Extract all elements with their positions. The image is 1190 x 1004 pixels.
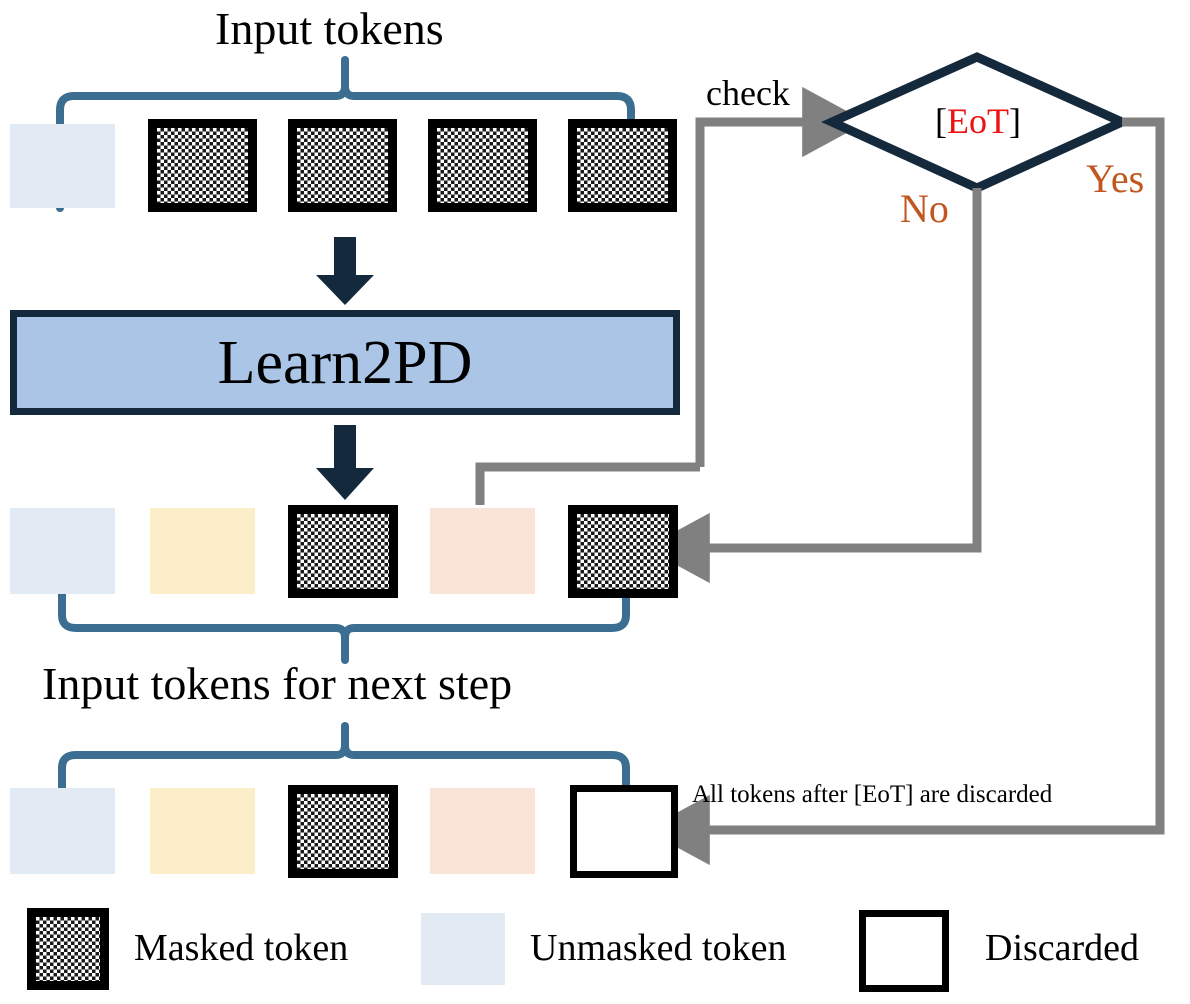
branch-label-yes: Yes [1086,156,1145,201]
legend-swatch-discarded [859,910,949,992]
bracket-open: [ [935,101,947,141]
legend-label-masked: Masked token [134,927,349,969]
branch-label-no: No [900,186,949,231]
next-token-1-unmasked[interactable] [10,788,115,874]
eot-token-text: EoT [947,101,1009,141]
decision-label-eot: [EoT] [935,100,1021,142]
output-token-4-eot[interactable] [430,508,535,594]
legend-swatch-masked [27,908,109,990]
page-title-input-tokens: Input tokens [215,3,444,54]
brace-next-step-tokens [58,588,630,664]
legend-swatch-unmasked [421,913,505,985]
next-token-5-discarded[interactable] [570,785,678,878]
next-token-3-masked[interactable] [288,785,398,878]
input-token-2-masked[interactable] [148,119,257,212]
legend-label-unmasked: Unmasked token [530,927,787,969]
next-token-4-eot[interactable] [430,788,535,874]
legend-label-discarded: Discarded [985,927,1140,969]
arrow-input-to-learn2pd [316,237,374,305]
process-block-learn2pd[interactable]: Learn2PD [10,310,680,415]
note-discard-tokens: All tokens after [EoT] are discarded [692,781,1053,808]
path-check-to-decision [475,86,867,505]
input-token-1-unmasked[interactable] [10,124,115,208]
output-token-1-unmasked[interactable] [10,508,115,594]
output-token-5-masked[interactable] [568,505,678,598]
next-token-2-predicted[interactable] [150,788,255,874]
path-no-branch [645,188,982,584]
page-title-next-step: Input tokens for next step [42,658,513,709]
input-token-4-masked[interactable] [428,119,537,212]
arrow-learn2pd-to-output [316,425,374,500]
brace-bottom-tokens [58,722,630,794]
input-token-5-masked[interactable] [568,119,677,212]
path-yes-branch [645,117,1165,866]
output-token-3-masked[interactable] [288,505,398,598]
process-block-label: Learn2PD [217,328,473,397]
bracket-close: ] [1008,101,1021,141]
output-token-2-predicted[interactable] [150,508,255,594]
brace-input-tokens [56,56,635,212]
edge-label-check: check [706,73,790,113]
input-token-3-masked[interactable] [288,119,397,212]
